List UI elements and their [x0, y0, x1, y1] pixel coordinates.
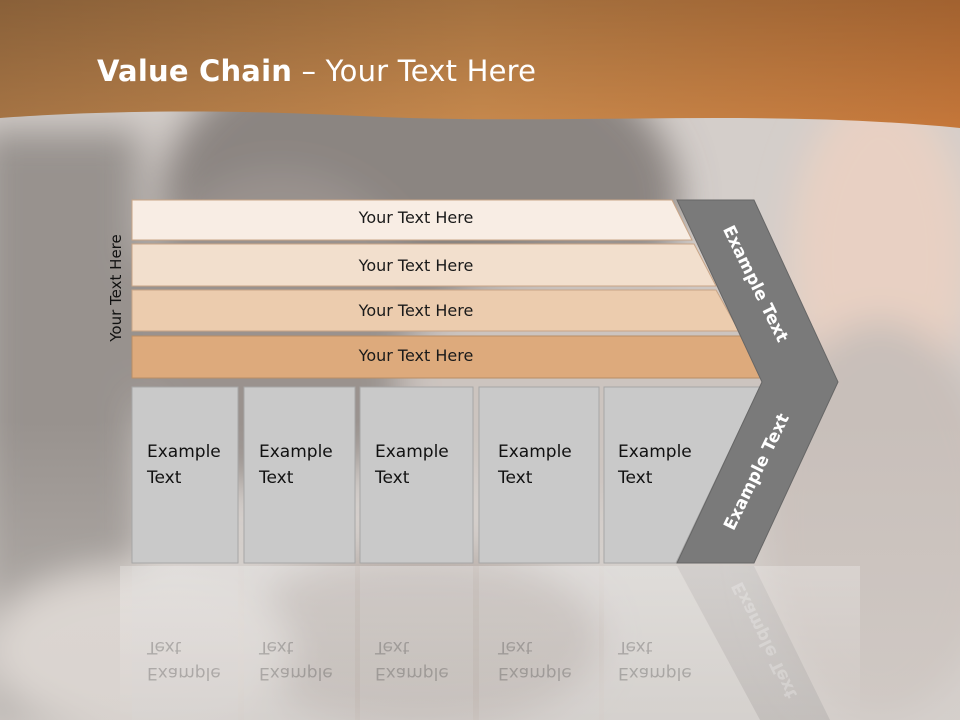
box-1-reflection: Example Text	[147, 634, 247, 686]
chevron-shape	[676, 199, 839, 564]
box-3-line1: Example	[375, 442, 449, 462]
row-2-shape	[131, 243, 717, 287]
row-4-label: Your Text Here	[358, 346, 474, 365]
box-5-ref-line2: Text	[618, 637, 653, 657]
box-2-reflection: Example Text	[259, 634, 359, 686]
box-4-ref-line1: Example	[498, 663, 572, 683]
box-5-reflection: Example Text	[618, 634, 718, 686]
box-4-line1: Example	[498, 442, 572, 462]
box-1-ref-line2: Text	[147, 637, 182, 657]
box-3-line2: Text	[375, 468, 410, 488]
box-1-ref-line1: Example	[147, 663, 221, 683]
box-1-line2: Text	[147, 468, 182, 488]
box-4-reflection: Example Text	[498, 634, 598, 686]
box-5-line2: Text	[618, 468, 653, 488]
title-rest: – Your Text Here	[292, 54, 537, 88]
box-4-ref-line2: Text	[498, 637, 533, 657]
box-2-ref-line1: Example	[259, 663, 333, 683]
row-2-label: Your Text Here	[358, 256, 474, 275]
row-3-label: Your Text Here	[358, 301, 474, 320]
box-2-line2: Text	[259, 468, 294, 488]
box-5-shape	[603, 386, 761, 564]
box-4-line2: Text	[498, 468, 533, 488]
box-2-line1: Example	[259, 442, 333, 462]
box-3-ref-line2: Text	[375, 637, 410, 657]
box-2-shape	[243, 386, 356, 564]
box-4-shape	[478, 386, 600, 564]
row-1-shape	[131, 199, 693, 241]
box-5-line1: Example	[618, 442, 692, 462]
box-1-shape	[131, 386, 239, 564]
box-5-ref-line1: Example	[618, 663, 692, 683]
slide-title: Value Chain – Your Text Here	[97, 54, 536, 88]
box-3-shape	[359, 386, 474, 564]
side-label: Your Text Here	[107, 234, 125, 342]
box-3-ref-line1: Example	[375, 663, 449, 683]
title-bold: Value Chain	[97, 54, 293, 88]
box-1-line1: Example	[147, 442, 221, 462]
box-3-reflection: Example Text	[375, 634, 475, 686]
row-1-label: Your Text Here	[358, 208, 474, 227]
box-2-ref-line2: Text	[259, 637, 294, 657]
